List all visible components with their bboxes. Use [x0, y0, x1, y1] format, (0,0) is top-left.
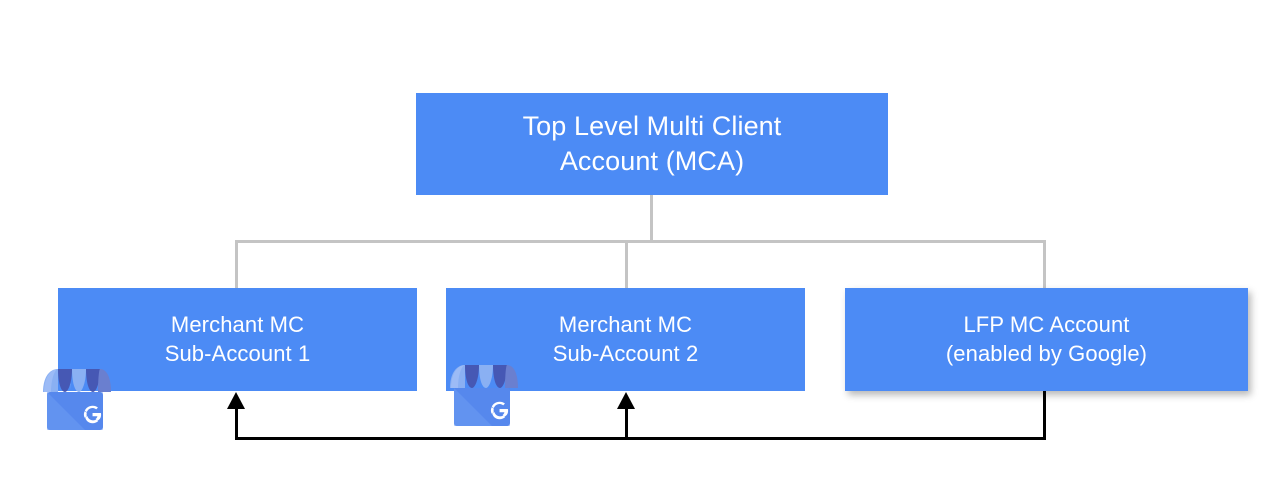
node-merchant-sub-account-1-line-2: Sub-Account 1 — [164, 340, 311, 366]
feedback-line-to-sub-account-1 — [235, 405, 238, 439]
feedback-line-bottom — [235, 437, 1046, 440]
feedback-line-to-sub-account-2 — [625, 405, 628, 439]
node-top-level-mca-line-2: Account (MCA) — [559, 146, 745, 176]
node-merchant-sub-account-2-line-2: Sub-Account 2 — [552, 340, 699, 366]
google-business-profile-storefront-icon — [448, 362, 520, 428]
node-lfp-mc-account: LFP MC Account (enabled by Google) — [845, 288, 1248, 391]
node-top-level-mca-line-1: Top Level Multi Client — [522, 110, 782, 141]
node-merchant-sub-account-2-line-1: Merchant MC — [558, 311, 693, 337]
node-lfp-mc-account-line-1: LFP MC Account — [963, 311, 1130, 337]
connector-drop-sub1 — [235, 240, 238, 288]
arrowhead-icon-sub-account-2 — [617, 392, 635, 409]
connector-drop-lfp — [1043, 240, 1046, 288]
node-merchant-sub-account-1-line-1: Merchant MC — [170, 311, 305, 337]
arrowhead-icon-sub-account-1 — [227, 392, 245, 409]
connector-drop-sub2 — [625, 240, 628, 288]
connector-horizontal-bus — [235, 240, 1046, 243]
node-merchant-sub-account-1: Merchant MC Sub-Account 1 — [58, 288, 417, 391]
node-top-level-mca: Top Level Multi Client Account (MCA) — [416, 93, 888, 195]
connector-root-stem — [650, 195, 653, 242]
node-lfp-mc-account-line-2: (enabled by Google) — [945, 340, 1148, 366]
google-business-profile-storefront-icon — [41, 366, 113, 432]
feedback-line-from-lfp — [1043, 391, 1046, 440]
